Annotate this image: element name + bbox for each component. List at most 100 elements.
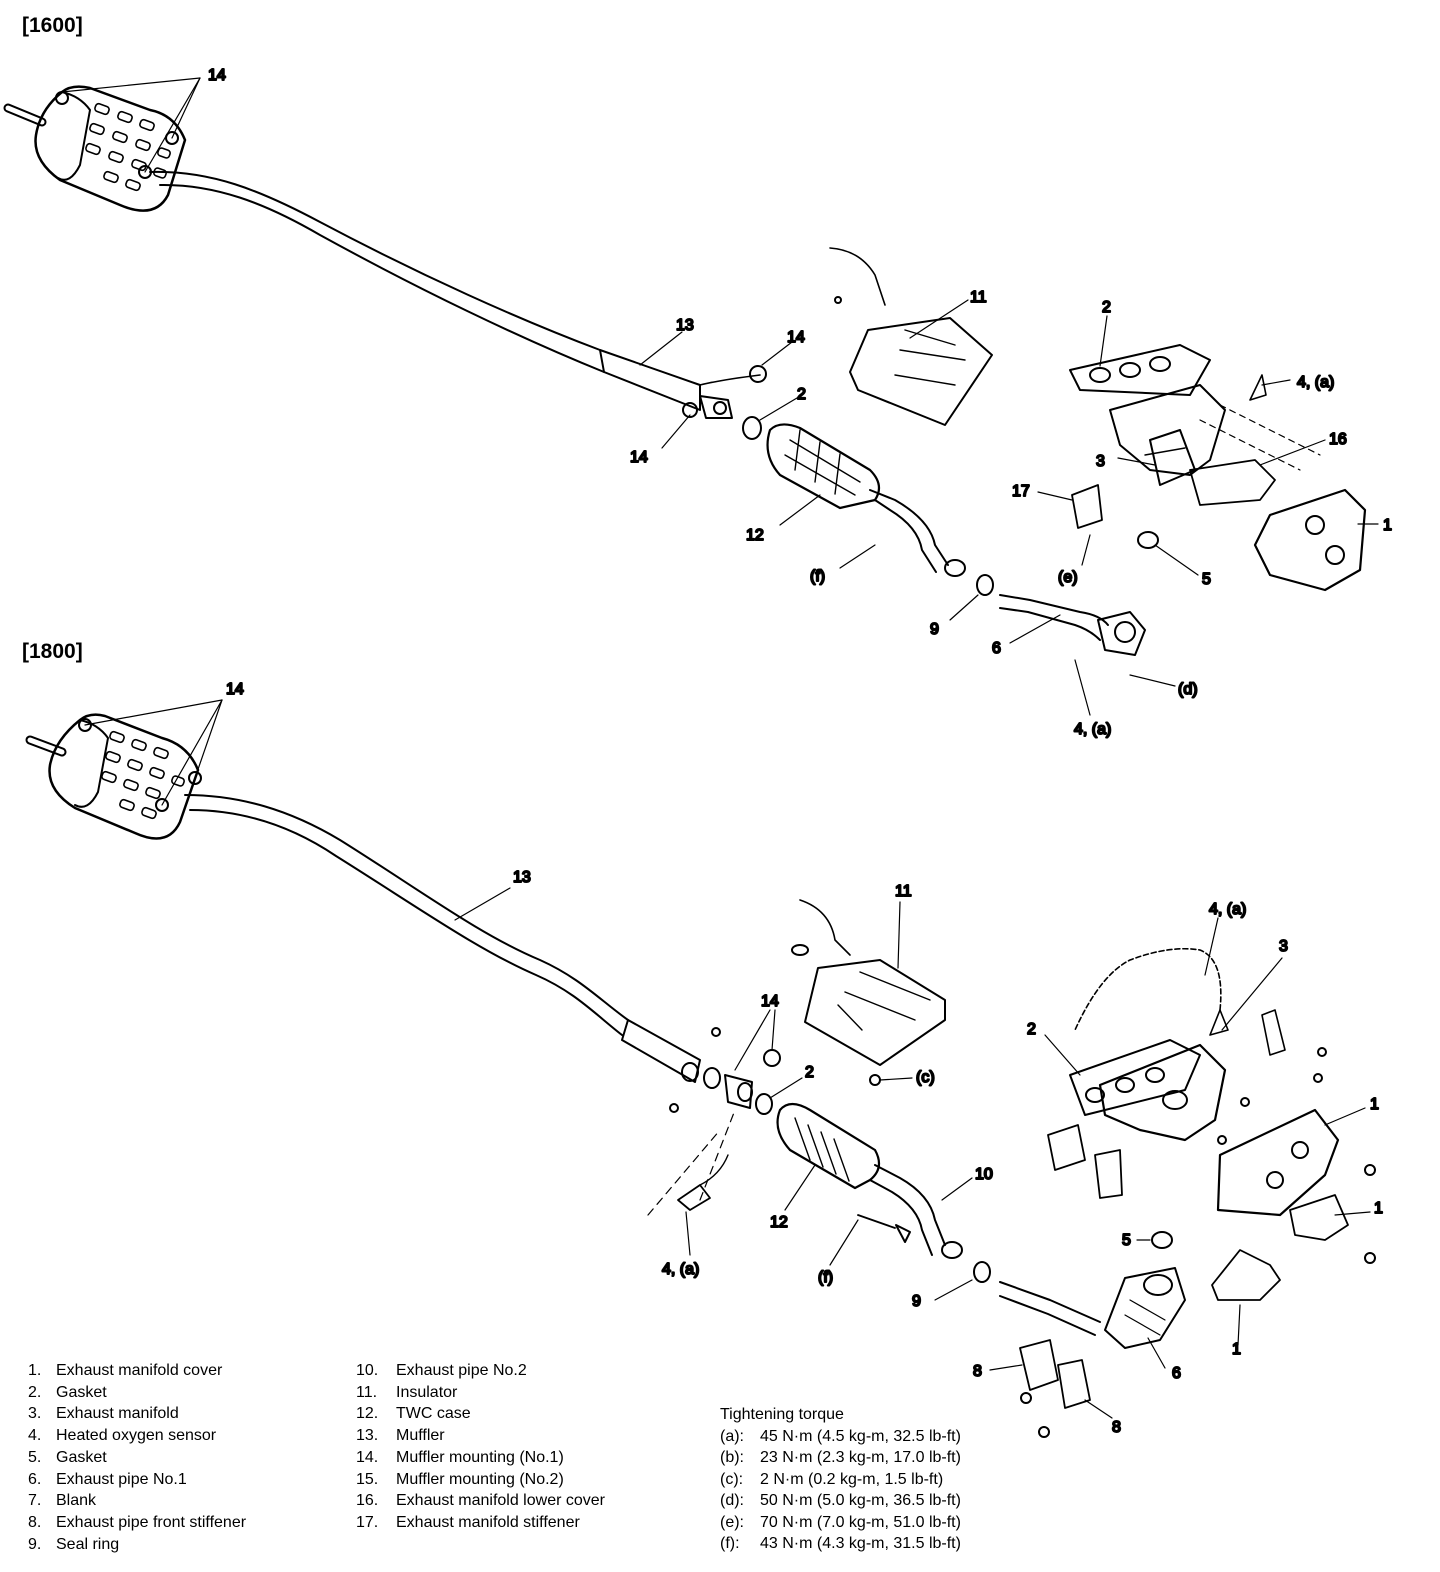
section-title-1600: [1600]	[22, 14, 83, 37]
legend-number: 13.	[356, 1427, 379, 1445]
insulator-1600	[829, 247, 993, 426]
legend-label: Exhaust manifold cover	[56, 1362, 223, 1379]
callout-1600-2-manifold: 2	[1102, 299, 1111, 316]
callout-1800-5: 5	[1122, 1232, 1131, 1249]
callout-1800-6: 6	[1172, 1365, 1181, 1382]
callout-1600-16: 16	[1329, 431, 1347, 448]
legend-item: 13.Muffler	[356, 1425, 605, 1447]
callout-1800-8-left: 8	[973, 1363, 982, 1380]
callout-1800-11: 11	[895, 883, 912, 900]
torque-value: 70 N·m (7.0 kg-m, 51.0 lb-ft)	[760, 1513, 961, 1531]
callout-1800-1-lower: 1	[1232, 1341, 1241, 1358]
legend-item: 3.Exhaust manifold	[28, 1403, 246, 1425]
leader-lines-1600	[61, 77, 1379, 716]
callout-1600-14-right: 14	[787, 329, 805, 346]
twc-case-1800	[776, 1102, 963, 1259]
legend-label: TWC case	[396, 1405, 471, 1423]
exhaust-manifold-1600	[1069, 344, 1367, 592]
torque-code: (f):	[720, 1535, 740, 1552]
section-title-1800: [1800]	[22, 640, 83, 663]
torque-code: (d):	[720, 1492, 744, 1509]
legend-item: 1. Exhaust manifold cover	[28, 1360, 246, 1382]
legend-item: 4.Heated oxygen sensor	[28, 1425, 246, 1447]
legend-item: 9. Seal ring	[28, 1534, 246, 1556]
callout-1600-1: 1	[1383, 517, 1392, 534]
callout-1800-10: 10	[975, 1166, 993, 1183]
callout-1600-6: 6	[992, 640, 1001, 657]
torque-code: (a):	[720, 1427, 744, 1445]
muffler-1800	[25, 713, 202, 840]
legend-item: 7.Blank	[28, 1490, 246, 1512]
insulator-1800	[791, 899, 946, 1086]
legend-number: 5.	[28, 1448, 42, 1466]
callout-1600-9: 9	[930, 621, 939, 638]
torque-value: 23 N·m (2.3 kg-m, 17.0 lb-ft)	[760, 1449, 961, 1466]
legend-number: 8.	[28, 1513, 42, 1531]
callout-1600-d: (d)	[1178, 681, 1198, 698]
torque-code: (e):	[720, 1513, 744, 1531]
callout-1600-14-left: 14	[630, 449, 648, 466]
torque-value: 50 N·m (5.0 kg-m, 36.5 lb-ft)	[760, 1492, 961, 1509]
legend-label: Heated oxygen sensor	[56, 1427, 217, 1445]
legend-number: 1.	[28, 1362, 42, 1379]
callout-1600-11: 11	[970, 289, 987, 306]
twc-case-1600	[766, 423, 966, 577]
callout-1600-e: (e)	[1058, 569, 1078, 586]
torque-value: 45 N·m (4.5 kg-m, 32.5 lb-ft)	[760, 1427, 961, 1445]
legend-item: 10. Exhaust pipe No.2	[356, 1360, 605, 1382]
callout-1600-5: 5	[1202, 571, 1211, 588]
parts-legend-column-2: 10. Exhaust pipe No.2 11. Insulator 12.TWC…	[356, 1360, 605, 1534]
legend-number: 10.	[356, 1362, 379, 1379]
legend-number: 2.	[28, 1383, 42, 1401]
legend-label: Insulator	[396, 1383, 458, 1401]
legend-number: 17.	[356, 1513, 379, 1531]
legend-item: 17. Exhaust manifold stiffener	[356, 1512, 605, 1534]
legend-label: Gasket	[56, 1383, 107, 1401]
callout-1600-4a-bottom: 4, (a)	[1074, 721, 1111, 738]
diagram-1800	[25, 699, 1376, 1438]
legend-number: 9.	[28, 1535, 42, 1553]
torque-value: 43 N·m (4.3 kg-m, 31.5 lb-ft)	[760, 1535, 961, 1552]
torque-item: (a): 45 N·m (4.5 kg-m, 32.5 lb-ft)	[720, 1426, 961, 1448]
callout-1600-13: 13	[676, 317, 694, 334]
legend-label: Gasket	[56, 1448, 107, 1466]
legend-number: 14.	[356, 1448, 379, 1466]
callout-1600-17: 17	[1012, 483, 1030, 500]
legend-item: 12.TWC case	[356, 1403, 605, 1425]
callout-1600-2-pipe: 2	[797, 386, 806, 403]
torque-item: (d): 50 N·m (5.0 kg-m, 36.5 lb-ft)	[720, 1490, 961, 1512]
callout-1800-14-mid: 14	[761, 993, 779, 1010]
callout-1800-13: 13	[513, 869, 531, 886]
leader-lines-1800	[84, 699, 1371, 1419]
legend-item: 14.Muffler mounting (No.1)	[356, 1447, 605, 1469]
legend-number: 15.	[356, 1470, 379, 1488]
legend-item: 11. Insulator	[356, 1382, 605, 1404]
legend-label: Exhaust pipe front stiffener	[56, 1513, 247, 1531]
legend-label: Exhaust pipe No.2	[396, 1362, 527, 1379]
torque-code: (c):	[720, 1470, 744, 1488]
legend-item: 15.Muffler mounting (No.2)	[356, 1469, 605, 1491]
tightening-torque-table: Tightening torque (a):45 N·m (4.5 kg-m, …	[720, 1404, 961, 1555]
legend-item: 6.Exhaust pipe No.1	[28, 1469, 246, 1491]
legend-item: 8. Exhaust pipe front stiffener	[28, 1512, 246, 1534]
torque-item: (f): 43 N·m (4.3 kg-m, 31.5 lb-ft)	[720, 1533, 961, 1555]
callout-1800-3: 3	[1279, 938, 1288, 955]
callout-1800-4a-left: 4, (a)	[662, 1261, 699, 1278]
parts-legend-column-1: 1. Exhaust manifold cover 2. Gasket 3.Exha…	[28, 1360, 246, 1555]
callout-1800-f: (f)	[818, 1269, 833, 1286]
callout-1800-8-right: 8	[1112, 1419, 1121, 1436]
exhaust-manifold-1800	[1047, 947, 1376, 1301]
callout-1600-14-top: 14	[208, 67, 226, 84]
legend-number: 11.	[356, 1383, 378, 1401]
legend-label: Seal ring	[56, 1535, 120, 1553]
legend-label: Exhaust manifold stiffener	[396, 1513, 580, 1531]
legend-item: 2. Gasket	[28, 1382, 246, 1404]
callout-1800-2-left: 2	[1027, 1021, 1036, 1038]
callout-1600-4a-top: 4, (a)	[1297, 374, 1334, 391]
callout-1800-14-top: 14	[226, 681, 244, 698]
callout-1600-3: 3	[1096, 453, 1105, 470]
torque-value: 2 N·m (0.2 kg-m, 1.5 lb-ft)	[760, 1470, 944, 1488]
callout-1800-12: 12	[770, 1214, 788, 1231]
exhaust-pipe-no1-1800	[999, 1267, 1186, 1349]
